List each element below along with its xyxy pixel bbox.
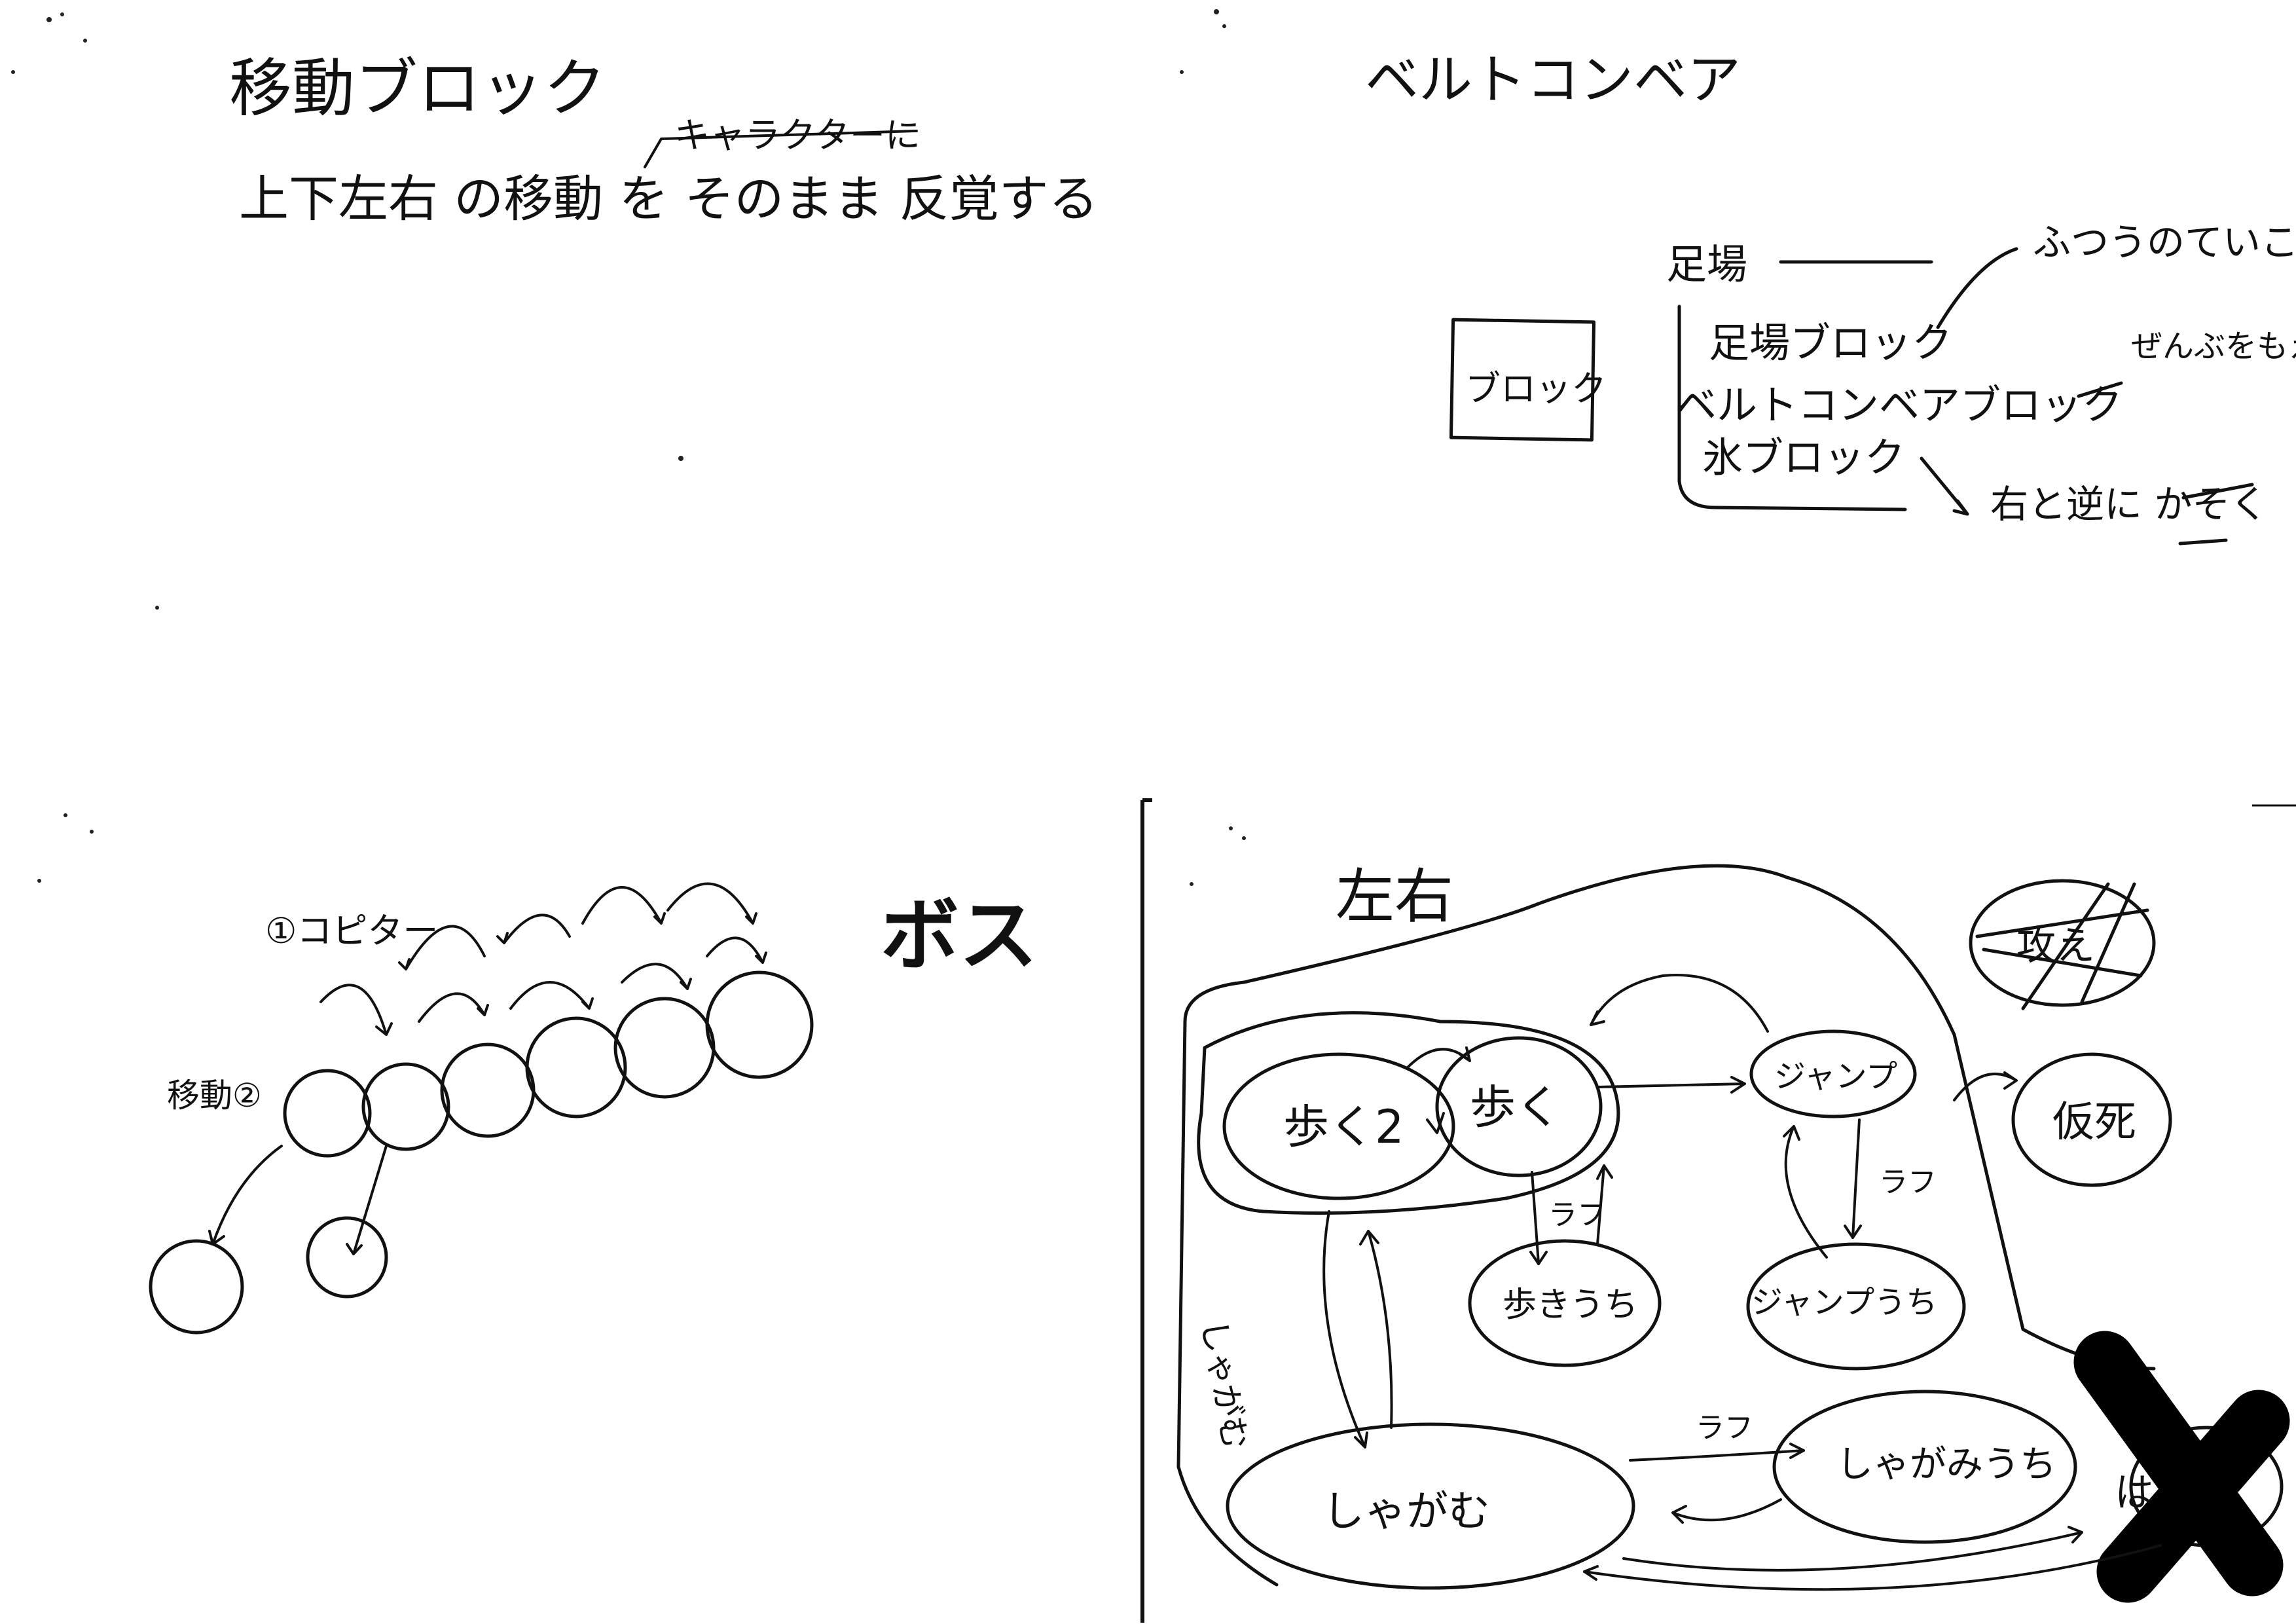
- belt-conveyor-title: ベルトコンベア: [1365, 49, 1741, 111]
- edge-label-walk-crouch: しゃがむ: [1194, 1317, 1254, 1452]
- transition-walk-walk-shoot: [1529, 1171, 1548, 1265]
- transition-jump-jump-shoot: [1844, 1118, 1862, 1239]
- state-walk2: [1222, 1052, 1455, 1200]
- transition-crouch-shoot-crouch: [1671, 1498, 1782, 1524]
- note-connector-1: [1936, 247, 2018, 329]
- crossed-out-strikes: [1975, 882, 2149, 1010]
- state-fake-death-label: 仮死: [2052, 1098, 2136, 1147]
- state-walk: [1435, 1036, 1603, 1177]
- state-jump-label: ジャンプ: [1774, 1058, 1897, 1095]
- block-box-label: ブロック: [1465, 368, 1607, 409]
- state-jump: [1749, 1029, 1917, 1118]
- state-fake-death: [2011, 1052, 2172, 1187]
- note-connector-2: [2077, 381, 2123, 398]
- scan-artifacts: [11, 9, 2296, 1623]
- block-box: [1449, 318, 1596, 442]
- belt-conveyor-section: ベルトコンベア ブロック 足場 足場ブロック ベルトコンベアブロック 氷ブロック…: [1365, 49, 2296, 545]
- state-walk-shoot-label: 歩きうち: [1503, 1285, 1638, 1325]
- state-walk-label: 歩く: [1470, 1080, 1561, 1134]
- state-diagram-title: 左右: [1336, 862, 1453, 931]
- moving-block-section: 移動ブロック キャラクターに 上下左右 の移動 を そのまま 反覚する: [229, 52, 1099, 228]
- edge-label-crouch-shoot: ラフ: [1696, 1411, 1753, 1445]
- note-2: ぜんぶをもえばそく: [2131, 328, 2296, 365]
- transition-hidden-crouch: [1583, 1544, 2162, 1591]
- cross-mark: [2073, 1331, 2290, 1603]
- footing-item-2: ベルトコンベアブロック: [1676, 381, 2123, 429]
- note-3-strike: [2178, 483, 2254, 545]
- state-diagram-section: 左右 歩く2 歩く ジャンプ 歩きうち ジャンプうち しゃがむ しゃがみうち 攻…: [1176, 862, 2290, 1603]
- detached-segment-2: [306, 1216, 388, 1299]
- transition-walk-walk2: [1426, 1112, 1445, 1134]
- transition-jump-walk: [1590, 974, 1769, 1033]
- footing-item-3: 氷ブロック: [1702, 434, 1905, 481]
- footing-bracket: [1677, 304, 1907, 511]
- outer-boundary: [1176, 864, 2156, 1587]
- transition-walk-jump: [1596, 1076, 1746, 1094]
- transition-walk2-walk: [1406, 1046, 1471, 1069]
- state-walk-shoot: [1468, 1239, 1662, 1367]
- state-jump-shoot: [1746, 1242, 1966, 1371]
- move-label: 移動②: [167, 1077, 262, 1115]
- insert-caret: [644, 130, 918, 168]
- transition-crouch-hidden: [1622, 1526, 2083, 1572]
- transition-walk-shoot-walk: [1596, 1164, 1613, 1246]
- state-crouch-shoot: [1772, 1390, 2077, 1544]
- boss-segment-1: [283, 1069, 372, 1158]
- state-crouch-shoot-label: しゃがみうち: [1836, 1443, 2056, 1486]
- transition-crouch-crouch-shoot: [1629, 1443, 1805, 1462]
- transition-walk-group-crouch: [1322, 1210, 1368, 1449]
- state-crouch-label: しゃがむ: [1322, 1488, 1490, 1536]
- drop-arrows: [208, 1145, 388, 1255]
- boss-segment-3: [440, 1043, 536, 1138]
- state-jump-shoot-label: ジャンプうち: [1751, 1284, 1937, 1321]
- copy-arrows: [319, 882, 767, 1036]
- footing-item-1: 足場ブロック: [1709, 319, 1952, 367]
- moving-block-title: 移動ブロック: [229, 52, 606, 125]
- transition-to-fake-death: [1953, 1071, 2018, 1101]
- state-walk2-label: 歩く2: [1283, 1100, 1404, 1154]
- edge-label-jump-shoot: ラフ: [1879, 1166, 1937, 1199]
- state-crouch: [1226, 1422, 1635, 1590]
- moving-block-description: 上下左右 の移動 を そのまま 反覚する: [239, 170, 1099, 228]
- transition-jump-shoot-jump: [1783, 1125, 1828, 1259]
- boss-segment-6: [705, 970, 814, 1079]
- boss-title: ボス: [881, 891, 1038, 982]
- boss-section: ボス ①コピター 移動②: [149, 882, 1038, 1335]
- footing-label: 足場: [1666, 240, 1747, 288]
- state-crossed-out: [1969, 879, 2156, 1007]
- walk-group-boundary: [1197, 1011, 1620, 1215]
- copy-label: ①コピター: [265, 910, 438, 951]
- transition-crouch-walk-group: [1359, 1230, 1393, 1429]
- boss-segment-2: [361, 1062, 450, 1151]
- note-connector-3: [1920, 456, 1969, 516]
- edge-label-walk-shoot: ラフ: [1548, 1198, 1606, 1232]
- boss-segment-5: [613, 997, 716, 1099]
- note-1: ふつうのていこう: [2033, 220, 2296, 265]
- boss-segment-4: [525, 1016, 627, 1118]
- detached-segment-1: [149, 1239, 244, 1335]
